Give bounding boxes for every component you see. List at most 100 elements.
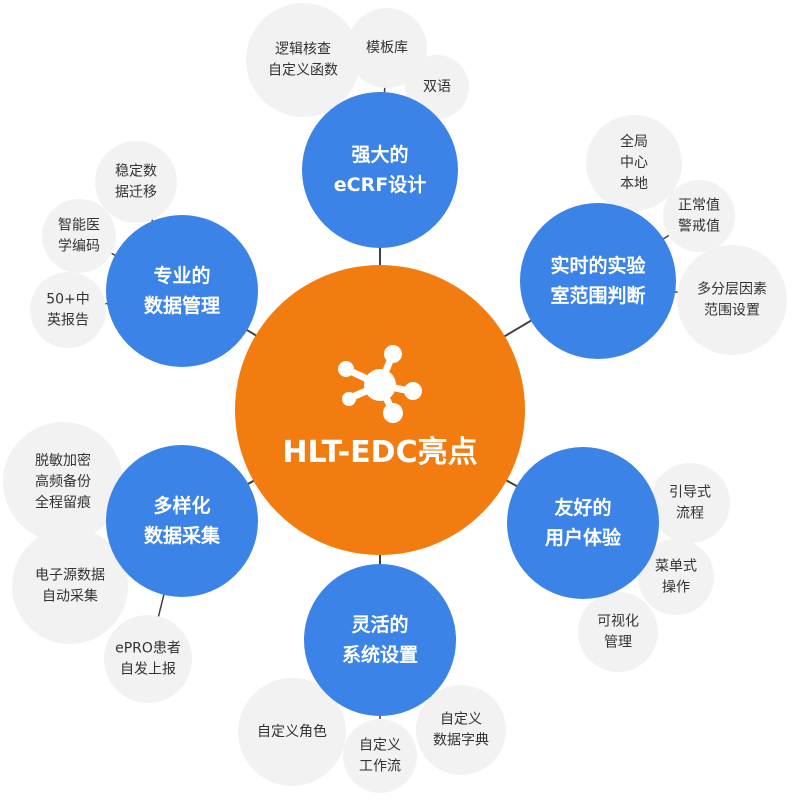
feature-bubble-circle	[104, 615, 192, 703]
feature-label: 逻辑核查	[275, 42, 331, 58]
node-title: eCRF设计	[334, 174, 426, 196]
node-title: 数据管理	[144, 294, 220, 317]
feature-label: 数据字典	[433, 733, 489, 749]
feature-bubble-circle	[677, 245, 787, 355]
feature-bubble-circle	[238, 678, 346, 786]
node-title: 专业的	[153, 264, 210, 287]
feature-label: 工作流	[359, 759, 401, 775]
feature-bubble-circle	[586, 115, 682, 211]
feature-label: 全程留痕	[35, 494, 91, 511]
feature-label: 操作	[662, 580, 690, 596]
node-circle	[304, 564, 456, 716]
node-title: 用户体验	[545, 526, 622, 549]
feature-bubble-settings-2: 自定义角色	[238, 678, 346, 786]
node-circle	[302, 92, 458, 248]
feature-bubble-circle	[347, 8, 427, 88]
feature-label: 据迁移	[115, 185, 157, 201]
feature-label: 正常值	[678, 198, 720, 214]
feature-label: 电子源数据	[35, 568, 105, 584]
node-title: 灵活的	[351, 613, 408, 636]
feature-label: 本地	[620, 176, 648, 192]
molecule-icon	[338, 345, 422, 423]
feature-label: 自动采集	[42, 588, 98, 605]
node-title: 室范围判断	[550, 284, 645, 307]
feature-label: 高频备份	[35, 473, 91, 490]
node-title: 多样化	[153, 494, 210, 517]
feature-label: 可视化	[597, 614, 639, 630]
node-circle	[507, 447, 659, 599]
feature-label: 流程	[676, 506, 704, 522]
feature-bubble-circle	[650, 463, 730, 543]
node-title: 强大的	[351, 143, 408, 166]
feature-label: 全局	[620, 133, 648, 150]
feature-label: 管理	[604, 635, 632, 651]
feature-bubble-circle	[246, 3, 360, 117]
node-circle	[106, 215, 258, 367]
center-hub: HLT-EDC亮点	[235, 265, 525, 555]
feature-label: 脱敏加密	[35, 452, 91, 469]
node-title: 实时的实验	[550, 254, 646, 277]
main-nodes: 强大的eCRF设计实时的实验室范围判断友好的用户体验灵活的系统设置多样化数据采集…	[106, 92, 676, 716]
feature-bubble-circle	[663, 180, 735, 252]
feature-label: 自定义函数	[268, 63, 338, 79]
feature-label: 英报告	[47, 312, 89, 329]
feature-label: 稳定数	[115, 164, 157, 180]
node-title: 数据采集	[144, 524, 221, 547]
feature-label: 范围设置	[704, 302, 760, 319]
feature-label: 智能医	[58, 218, 100, 234]
feature-bubble-ecrf-1: 模板库	[347, 8, 427, 88]
feature-bubble-circle	[405, 55, 469, 119]
feature-label: 50+中	[46, 292, 90, 308]
center-circle	[235, 265, 525, 555]
node-title: 友好的	[554, 496, 611, 519]
feature-bubble-circle	[3, 422, 123, 542]
feature-label: 自定义	[359, 738, 401, 754]
feature-label: 自定义	[440, 712, 482, 728]
feature-label: ePRO患者	[115, 641, 181, 657]
node-circle	[520, 203, 676, 359]
feature-label: 双语	[423, 79, 451, 95]
feature-label: 模板库	[366, 40, 408, 56]
feature-label: 菜单式	[655, 559, 697, 575]
feature-label: 中心	[620, 155, 648, 171]
feature-label: 自定义角色	[257, 723, 327, 740]
feature-bubble-circle	[95, 141, 177, 223]
feature-bubble-circle	[578, 592, 658, 672]
center-title: HLT-EDC亮点	[282, 435, 477, 470]
feature-bubbles: 逻辑核查自定义函数模板库双语全局中心本地正常值警戒值多分层因素范围设置引导式流程…	[3, 3, 787, 793]
node-ecrf: 强大的 eCRF设计	[302, 92, 458, 248]
feature-bubble-circle	[416, 685, 506, 775]
feature-bubble-ecrf-2: 双语	[405, 55, 469, 119]
feature-label: 引导式	[669, 485, 711, 501]
feature-bubble-circle	[30, 272, 106, 348]
node-title: 系统设置	[342, 643, 418, 666]
node-circle	[106, 445, 258, 597]
feature-bubble-circle	[12, 528, 128, 644]
feature-label: 自发上报	[120, 662, 176, 678]
feature-bubble-circle	[343, 719, 417, 793]
feature-label: 学编码	[58, 239, 100, 255]
feature-label: 警戒值	[678, 219, 720, 235]
feature-label: 多分层因素	[697, 281, 767, 298]
feature-bubble-circle	[638, 539, 714, 615]
